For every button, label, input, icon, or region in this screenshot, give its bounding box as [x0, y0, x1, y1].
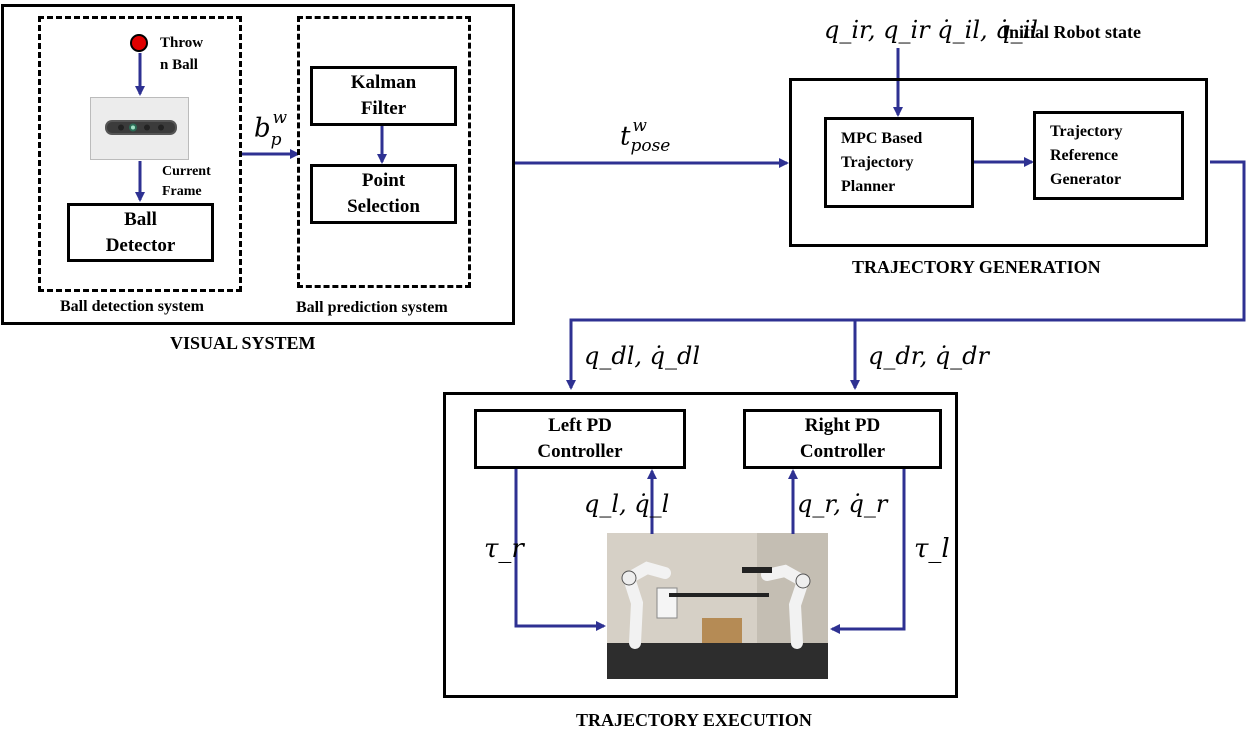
thrown-ball-marker	[130, 34, 148, 52]
target-pose-signal: tposew	[620, 116, 671, 156]
arrow-right-torque	[830, 469, 906, 634]
trajectory-reference-generator-block: Trajectory Reference Generator	[1033, 111, 1184, 200]
right-feedback-signal: q_r, q̇_r	[797, 490, 888, 518]
arrow-generation-to-left	[566, 160, 1246, 390]
ball-prediction-system-frame	[297, 16, 471, 288]
kalman-filter-block: Kalman Filter	[310, 66, 457, 126]
ball-detector-block: Ball Detector	[67, 203, 214, 262]
right-desired-signal: q_dr, q̇_dr	[868, 342, 990, 370]
trajectory-generation-frame	[789, 78, 1208, 247]
tau-right-branch-signal: τ_l	[914, 534, 950, 564]
trajectory-execution-frame	[443, 392, 958, 698]
current-frame-label: Current Frame	[162, 164, 211, 199]
point-selection-block: Point Selection	[310, 164, 457, 224]
trajectory-generation-title: TRAJECTORY GENERATION	[852, 257, 1101, 277]
trajectory-execution-title: TRAJECTORY EXECUTION	[576, 710, 812, 730]
left-feedback-signal: q_l, q̇_l	[584, 490, 670, 518]
initial-state-symbols: q_ir, q_ir q̇_il, q̇_il	[824, 16, 1038, 44]
tau-left-branch-signal: τ_r	[484, 534, 524, 564]
arrow-left-torque	[514, 469, 606, 631]
ball-prediction-system-label: Ball prediction system	[296, 299, 448, 316]
left-pd-controller-block: Left PD Controller	[474, 409, 686, 469]
dual-arm-robot-photo	[607, 533, 828, 679]
thrown-ball-label: Throw n Ball	[160, 35, 204, 73]
initial-state-label: Initial Robot state	[1002, 22, 1141, 42]
left-desired-signal: q_dl, q̇_dl	[584, 342, 701, 370]
ball-detection-system-label: Ball detection system	[60, 298, 204, 315]
ball-position-signal: bpw	[254, 108, 288, 150]
visual-system-title: VISUAL SYSTEM	[170, 333, 316, 353]
mpc-planner-block: MPC Based Trajectory Planner	[824, 117, 974, 208]
ball-detection-system-frame	[38, 16, 242, 292]
right-pd-controller-block: Right PD Controller	[743, 409, 942, 469]
visual-system-frame	[1, 4, 515, 325]
depth-camera-photo	[90, 97, 189, 160]
